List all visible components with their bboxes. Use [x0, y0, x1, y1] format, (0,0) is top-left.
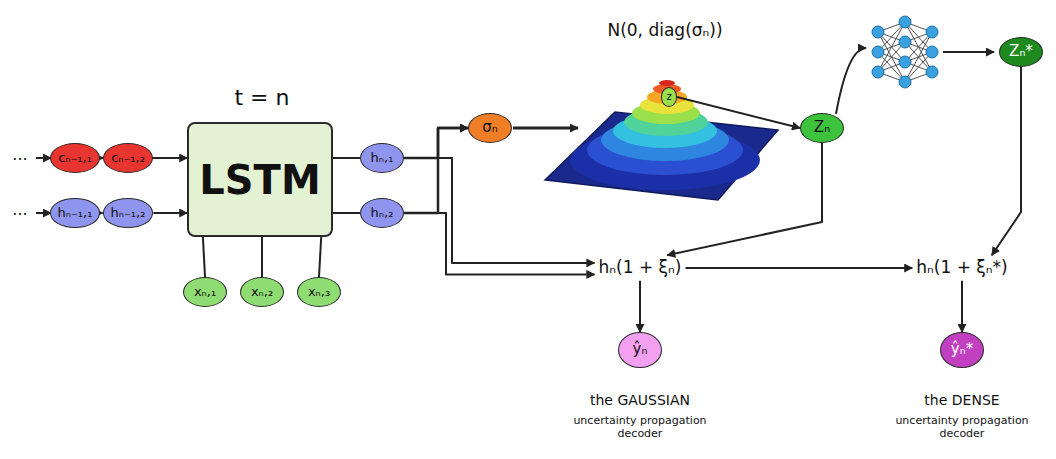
- node-text: cₙ₋₁,₂: [111, 151, 145, 166]
- connector: [404, 128, 468, 213]
- neural-network-icon: [872, 16, 938, 88]
- connector: [319, 237, 321, 277]
- hidden-state-circle: hₙ₋₁,₂: [103, 198, 154, 228]
- input-arrow: [36, 212, 51, 214]
- input-circle: xₙ,₂: [240, 277, 284, 307]
- hidden-state-circle: hₙ,₂: [360, 198, 404, 228]
- sample-dot: z: [661, 87, 677, 107]
- connector: [686, 267, 913, 269]
- node-text: Zₙ*: [1009, 43, 1033, 60]
- node-text: hₙ(1 + ξₙ): [599, 258, 682, 278]
- output-circle: ŷₙ*: [940, 332, 984, 368]
- node-text: Zₙ: [814, 119, 830, 136]
- node-text: hₙ,₁: [371, 151, 394, 166]
- cell-state-circle: cₙ₋₁,₂: [103, 143, 153, 173]
- node-text: z: [666, 91, 671, 103]
- cell-state-circle: cₙ₋₁,₁: [50, 143, 100, 173]
- connector: [404, 128, 468, 158]
- connector: [261, 237, 263, 277]
- ellipsis: ...: [12, 145, 27, 164]
- node-text: LSTM: [199, 157, 320, 203]
- node-text: hₙ₋₁,₁: [58, 206, 93, 221]
- connector: [667, 143, 822, 255]
- input-circle: xₙ,₁: [183, 277, 227, 307]
- connector: [639, 281, 641, 332]
- connector: [203, 237, 205, 277]
- lstm-box: LSTM: [187, 122, 332, 237]
- connector: [404, 158, 595, 263]
- sigma-circle: σₙ: [468, 113, 512, 143]
- node-text: ŷₙ: [633, 341, 648, 358]
- connector: [677, 97, 800, 128]
- sample-arrow: [513, 127, 578, 130]
- ellipsis: ...: [12, 200, 27, 219]
- formula-node: hₙ(1 + ξₙ): [595, 255, 686, 281]
- node-text: cₙ₋₁,₁: [58, 151, 92, 166]
- connector: [333, 157, 360, 159]
- node-text: hₙ,₂: [371, 206, 394, 221]
- output-circle: ŷₙ: [618, 332, 662, 368]
- hidden-state-circle: hₙ,₁: [360, 143, 404, 173]
- decoder-title: the DENSE: [924, 392, 999, 408]
- connector: [404, 213, 595, 274]
- decoder-caption: uncertainty propagation decoder: [887, 415, 1037, 440]
- input-circle: xₙ,₃: [297, 277, 341, 307]
- connector: [153, 212, 187, 214]
- network-input-arrow: [836, 48, 866, 114]
- time-step-label: t = n: [235, 85, 290, 110]
- node-text: xₙ,₂: [251, 285, 273, 300]
- input-arrow: [36, 157, 51, 159]
- node-text: xₙ,₁: [194, 285, 216, 300]
- noise-circle: Zₙ: [800, 113, 844, 143]
- decoder-caption: uncertainty propagation decoder: [565, 415, 715, 440]
- formula-node: hₙ(1 + ξₙ*): [912, 255, 1011, 281]
- node-text: hₙ(1 + ξₙ*): [916, 258, 1007, 278]
- node-text: ŷₙ*: [951, 341, 973, 358]
- connector: [992, 67, 1021, 255]
- node-text: σₙ: [482, 119, 497, 136]
- connector: [961, 281, 963, 332]
- node-text: xₙ,₃: [308, 285, 330, 300]
- node-text: hₙ₋₁,₂: [111, 206, 146, 221]
- distribution-label: N(0, diag(σₙ)): [607, 20, 722, 40]
- connector: [153, 157, 187, 159]
- decoder-title: the GAUSSIAN: [590, 392, 690, 408]
- hidden-state-circle: hₙ₋₁,₁: [50, 198, 101, 228]
- connector: [333, 212, 360, 214]
- network-output-arrow: [943, 51, 994, 53]
- noise-circle: Zₙ*: [999, 37, 1043, 67]
- gaussian-surface: [545, 80, 778, 200]
